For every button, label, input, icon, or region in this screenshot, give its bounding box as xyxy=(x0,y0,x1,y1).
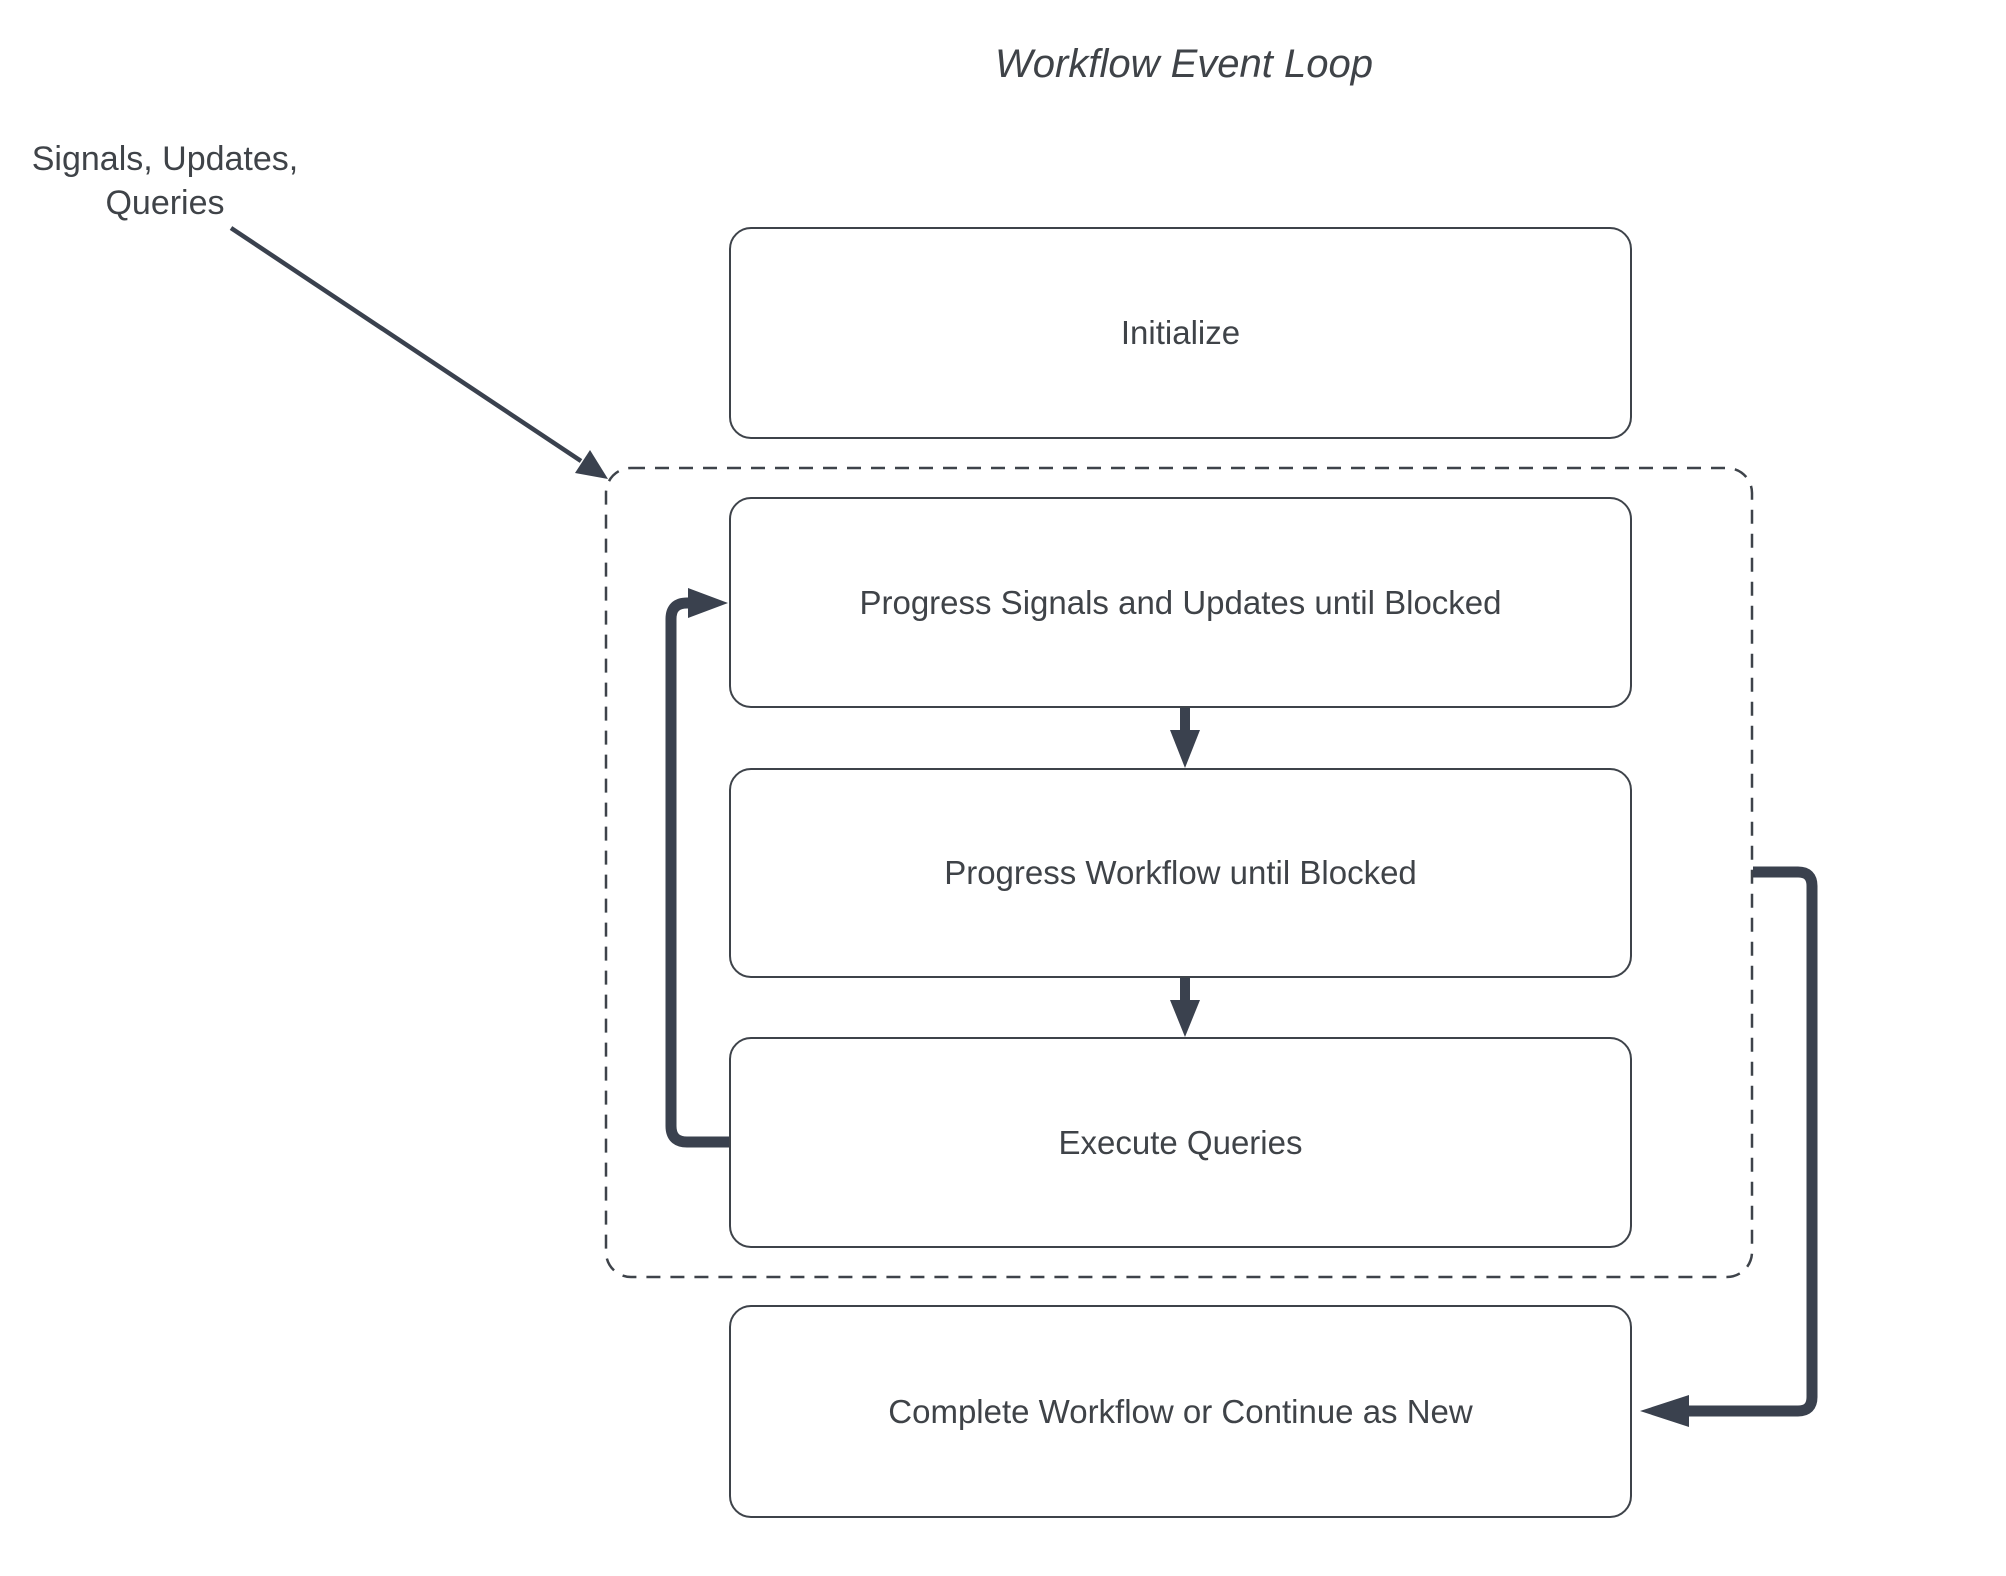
diagram-title: Workflow Event Loop xyxy=(995,42,1373,86)
node-initialize-label: Initialize xyxy=(1120,314,1241,351)
annotation-signals-updates-queries: Signals, Updates, Queries xyxy=(31,140,299,222)
node-progress-workflow-label: Progress Workflow until Blocked xyxy=(944,854,1417,891)
node-complete-workflow: Complete Workflow or Continue as New xyxy=(729,1305,1632,1518)
node-progress-signals-label: Progress Signals and Updates until Block… xyxy=(859,583,1502,621)
node-progress-workflow: Progress Workflow until Blocked xyxy=(729,768,1632,978)
node-complete-workflow-label: Complete Workflow or Continue as New xyxy=(888,1392,1473,1430)
node-execute-queries: Execute Queries xyxy=(729,1037,1632,1248)
node-execute-queries-label: Execute Queries xyxy=(1058,1123,1303,1161)
arrow-workflow-to-queries-icon xyxy=(1170,978,1200,1037)
node-progress-signals-and-updates: Progress Signals and Updates until Block… xyxy=(729,497,1632,708)
arrow-signals-to-workflow-icon xyxy=(1170,708,1200,768)
arrow-annotation-to-group-icon xyxy=(229,226,608,479)
event-loop-group-border xyxy=(604,466,1754,1279)
node-initialize: Initialize xyxy=(729,227,1632,439)
arrow-group-to-complete-icon xyxy=(1640,866,1818,1427)
arrow-queries-loop-to-signals-icon xyxy=(665,588,729,1148)
